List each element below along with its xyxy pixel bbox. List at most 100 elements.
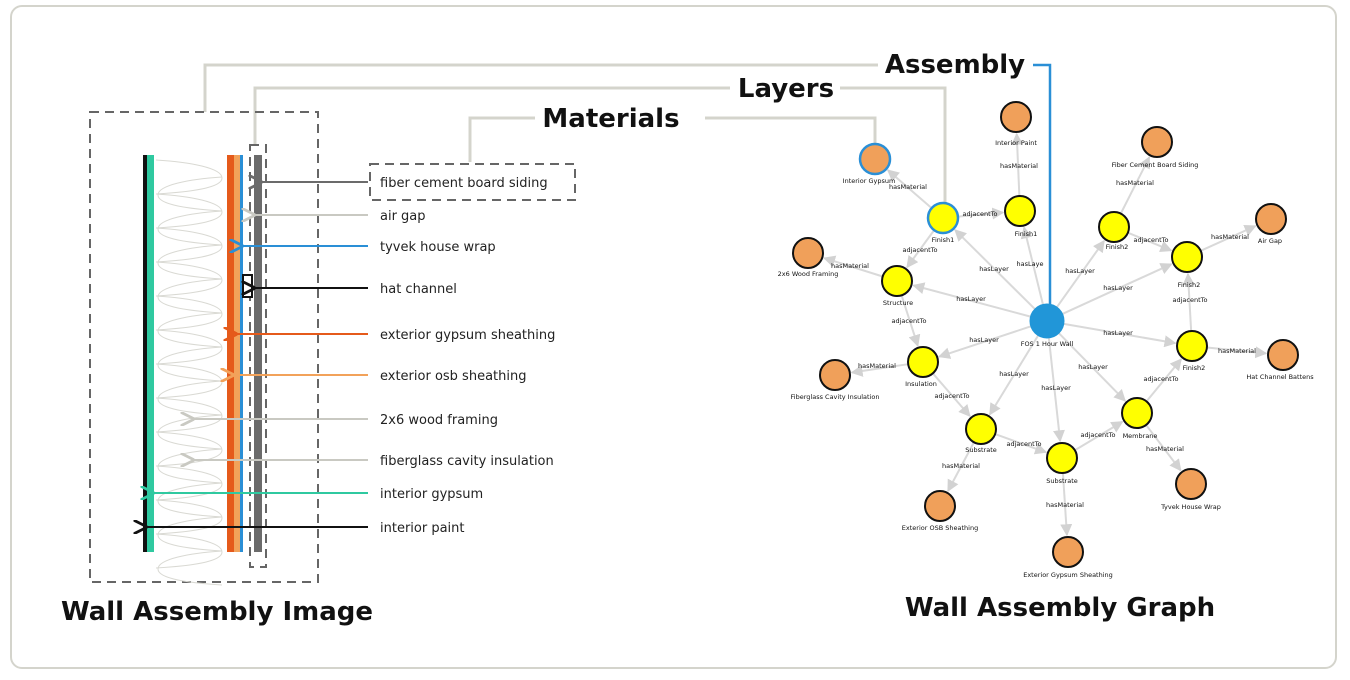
callout-label-exterior-osb-sheathing: exterior osb sheathing <box>380 369 526 384</box>
graph-edge-label-sub2-memb: adjacentTo <box>1081 431 1116 439</box>
graph-edge-label-fin1a-struct: adjacentTo <box>903 246 938 254</box>
graph-node-label-m_osb: Exterior OSB Sheathing <box>902 524 978 532</box>
graph-edge-sub1-sub2 <box>994 433 1048 455</box>
graph-node-label-m_hat: Hat Channel Battens <box>1246 373 1314 381</box>
graph-node-sub1 <box>965 413 997 445</box>
callout-label-exterior-gypsum-sheathing: exterior gypsum sheathing <box>380 328 555 343</box>
graph-edges: hasLayer hasLaye hasLayer hasLayer hasLayer h… <box>823 132 1268 537</box>
wall-assembly-graph: hasLayer hasLaye hasLayer hasLayer hasLayer h… <box>778 101 1314 579</box>
graph-node-m_wood <box>792 237 824 269</box>
insulation-pattern <box>155 159 223 586</box>
figure-frame <box>10 5 1337 669</box>
callout-label-2x6-wood-framing: 2x6 wood framing <box>380 413 498 428</box>
graph-edge-label-insul-sub1: adjacentTo <box>935 392 970 400</box>
graph-node-m_fcbs <box>1141 126 1173 158</box>
graph-edge-wall-memb <box>1058 332 1126 402</box>
layers-dashed-box <box>249 144 267 568</box>
graph-edge-label-memb-m_tyvek: hasMaterial <box>1146 445 1184 453</box>
graph-edge-label-wall-sub1: hasLayer <box>999 370 1029 378</box>
graph-edge-label-wall-fin2c: hasLayer <box>1103 329 1133 337</box>
graph-node-fin1a <box>926 201 960 235</box>
graph-nodes: FOS 1 Hour WallFinish1Finish1Finish2Fini… <box>778 101 1314 579</box>
graph-edge-fin2b-m_airgap <box>1200 224 1257 252</box>
wall-assembly-image-title: Wall Assembly Image <box>61 597 373 627</box>
graph-edge-fin2a-fin2b <box>1127 231 1173 252</box>
graph-node-label-wall: FOS 1 Hour Wall <box>1021 340 1074 348</box>
graph-node-label-m_egyp: Exterior Gypsum Sheathing <box>1023 571 1113 579</box>
graph-edge-memb-m_tyvek <box>1145 424 1182 472</box>
graph-edge-fin1b-m_ipaint <box>1011 132 1024 197</box>
materials-header: Materials <box>542 104 679 134</box>
graph-edge-wall-fin2a <box>1056 239 1105 308</box>
callout-label-air-gap: air gap <box>380 209 426 224</box>
graph-node-label-m_fgins: Fiberglass Cavity Insulation <box>791 393 880 401</box>
wall-assembly-graph-title: Wall Assembly Graph <box>905 593 1215 623</box>
graph-edge-label-insul-m_fgins: hasMaterial <box>858 362 896 370</box>
graph-edge-struct-insul <box>900 294 921 347</box>
graph-edge-label-fin2a-m_fcbs: hasMaterial <box>1116 179 1154 187</box>
graph-node-fin2c <box>1176 330 1208 362</box>
assembly-header: Assembly <box>885 50 1025 80</box>
graph-edge-label-wall-insul: hasLayer <box>969 336 999 344</box>
graph-node-fin1b <box>1004 195 1036 227</box>
graph-edge-fin2c-m_hat <box>1206 346 1268 359</box>
graph-node-m_airgap <box>1255 203 1287 235</box>
graph-edge-label-sub1-m_osb: hasMaterial <box>942 462 980 470</box>
graph-node-wall <box>1029 303 1065 339</box>
graph-edge-label-struct-m_wood: hasMaterial <box>831 262 869 270</box>
graph-node-memb <box>1121 397 1153 429</box>
graph-node-sub2 <box>1046 442 1078 474</box>
graph-edge-wall-struct <box>912 282 1031 318</box>
tyvek-layer <box>240 155 243 552</box>
exterior-osb-layer <box>234 155 240 552</box>
graph-edge-label-wall-fin1b: hasLaye <box>1017 260 1044 268</box>
graph-edge-label-wall-fin2a: hasLayer <box>1065 267 1095 275</box>
graph-edge-fin2c-fin2b <box>1182 272 1195 332</box>
graph-node-label-memb: Membrane <box>1123 432 1158 440</box>
graph-node-label-struct: Structure <box>883 299 913 307</box>
graph-node-m_tyvek <box>1175 468 1207 500</box>
graph-edge-wall-fin2b <box>1062 263 1173 315</box>
graph-edge-label-wall-sub2: hasLayer <box>1041 384 1071 392</box>
graph-node-label-fin2a: Finish2 <box>1106 243 1129 251</box>
assembly-dashed-box <box>89 111 319 583</box>
graph-edge-wall-fin1b <box>1020 226 1044 305</box>
graph-edge-wall-fin1a <box>954 229 1036 310</box>
layers-connector <box>253 86 730 145</box>
graph-edge-fin2a-m_fcbs <box>1119 156 1151 215</box>
graph-edge-label-wall-fin1a: hasLayer <box>979 265 1009 273</box>
graph-edge-fin1a-struct <box>906 229 935 269</box>
graph-edge-label-fin2a-fin2b: adjacentTo <box>1134 236 1169 244</box>
graph-node-fin2a <box>1098 211 1130 243</box>
graph-node-label-fin2b: Finish2 <box>1178 281 1201 289</box>
graph-edge-sub2-m_egyp <box>1060 472 1073 537</box>
callout-label-fiber-cement-board-siding: fiber cement board siding <box>380 176 548 191</box>
graph-node-m_osb <box>924 490 956 522</box>
callout-label-hat-channel: hat channel <box>380 282 457 297</box>
graph-edge-wall-fin2c <box>1063 322 1177 348</box>
graph-node-label-fin1a: Finish1 <box>932 236 955 244</box>
graph-node-label-fin2c: Finish2 <box>1183 364 1206 372</box>
fiber-cement-layer <box>254 155 262 552</box>
graph-edge-label-memb-fin2c: adjacentTo <box>1144 375 1179 383</box>
hat-channel-shape <box>242 274 253 298</box>
graph-edge-label-fin2c-fin2b: adjacentTo <box>1173 296 1208 304</box>
graph-node-m_egyp <box>1052 536 1084 568</box>
graph-edge-label-sub2-m_egyp: hasMaterial <box>1046 501 1084 509</box>
assembly-connector <box>203 63 878 112</box>
graph-node-label-sub1: Substrate <box>965 446 997 454</box>
graph-node-label-insul: Insulation <box>905 380 937 388</box>
interior-paint-layer <box>143 155 147 552</box>
graph-edge-fin1a-fin1b <box>957 207 1005 220</box>
exterior-gypsum-layer <box>227 155 234 552</box>
graph-edge-wall-sub2 <box>1047 337 1065 443</box>
graph-edge-wall-insul <box>938 325 1032 359</box>
materials-connector <box>468 116 535 162</box>
graph-edge-label-fin1a-m_igyp: hasMaterial <box>889 183 927 191</box>
graph-edge-memb-fin2c <box>1145 358 1182 403</box>
graph-node-fin2b <box>1171 241 1203 273</box>
